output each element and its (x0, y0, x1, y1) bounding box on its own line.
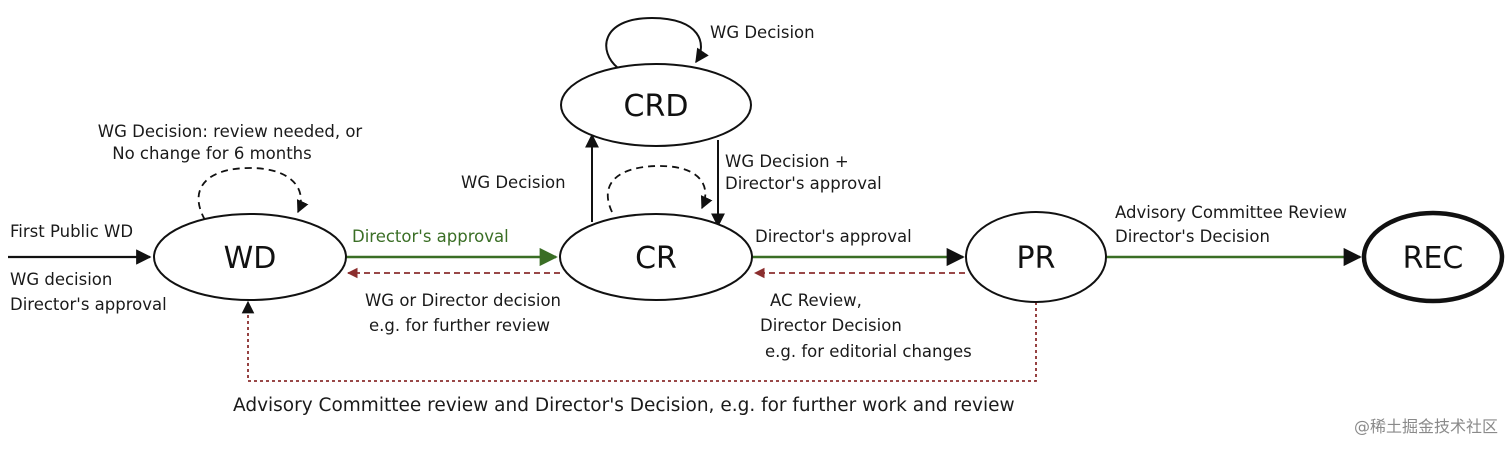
edge-pr-to-wd (241, 300, 1037, 382)
label-wd-loop-line2: No change for 6 months (112, 144, 311, 163)
label-pr-to-cr-line2: Director Decision (760, 316, 902, 335)
label-crd-to-cr-line2: Director's approval (725, 174, 882, 193)
label-pr-to-cr-line3: e.g. for editorial changes (765, 342, 972, 361)
watermark: @稀土掘金技术社区 (1354, 417, 1498, 436)
node-crd-label: CRD (624, 89, 689, 124)
label-crd-loop: WG Decision (710, 23, 815, 42)
label-pr-to-cr-line1: AC Review, (770, 291, 862, 310)
label-cr-to-wd-line2: e.g. for further review (369, 316, 550, 335)
node-crd: CRD (560, 63, 752, 147)
label-cr-to-crd: WG Decision (461, 173, 566, 192)
node-wd: WD (153, 213, 347, 301)
label-first-public-wd: First Public WD (10, 222, 133, 241)
label-cr-to-wd-line1: WG or Director decision (365, 291, 561, 310)
label-pr-to-rec-line1: Advisory Committee Review (1115, 203, 1347, 222)
node-pr: PR (965, 211, 1107, 303)
label-wd-loop-line1: WG Decision: review needed, or (98, 122, 363, 141)
node-rec-label: REC (1403, 241, 1464, 276)
edge-wd-self-loop (197, 167, 309, 221)
edge-crd-self-loop (605, 16, 709, 69)
label-crd-to-cr-line1: WG Decision + (725, 152, 849, 171)
label-pr-to-wd: Advisory Committee review and Director's… (233, 395, 1015, 416)
label-wd-to-cr: Director's approval (352, 227, 509, 246)
node-rec: REC (1361, 210, 1505, 304)
node-pr-label: PR (1017, 241, 1056, 276)
label-wg-decision: WG decision (10, 270, 112, 289)
node-wd-label: WD (224, 241, 277, 276)
node-cr: CR (559, 213, 753, 301)
edge-cr-self-loop (606, 165, 713, 213)
label-cr-to-pr: Director's approval (755, 227, 912, 246)
node-cr-label: CR (635, 241, 677, 276)
label-pr-to-rec-line2: Director's Decision (1115, 227, 1270, 246)
label-directors-approval-entry: Director's approval (10, 295, 167, 314)
